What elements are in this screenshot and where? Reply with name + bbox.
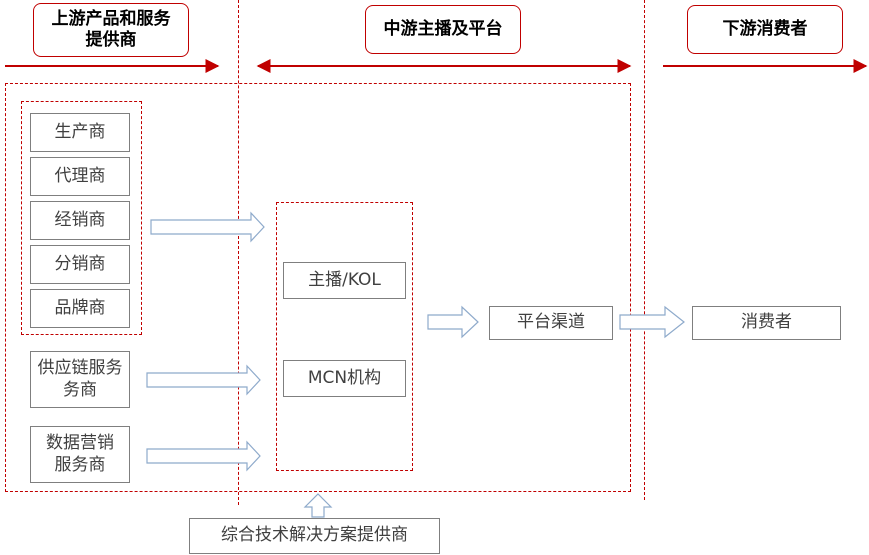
upstream-item-dealer: 经销商: [30, 201, 130, 240]
separator-upstream-mid: [238, 0, 239, 505]
supply-chain-service-box: 供应链服务 务商: [30, 351, 130, 408]
data-marketing-to-mid-arrow: [146, 440, 261, 472]
supply-chain-to-mid-arrow: [146, 364, 261, 396]
header-midstream-label: 中游主播及平台: [383, 18, 503, 39]
upstream-to-mid-arrow: [150, 211, 265, 243]
tech-provider-up-arrow: [303, 493, 333, 518]
header-downstream: 下游消费者: [687, 5, 843, 54]
mid-to-platform-arrow: [427, 305, 479, 339]
mcn-agency-box: MCN机构: [283, 360, 406, 397]
upstream-item-distributor: 分销商: [30, 245, 130, 284]
header-upstream: 上游产品和服务 提供商: [33, 3, 189, 57]
upstream-item-brand: 品牌商: [30, 289, 130, 328]
separator-mid-downstream: [644, 0, 645, 500]
platform-channel-box: 平台渠道: [489, 306, 613, 340]
consumer-box: 消费者: [692, 306, 841, 340]
header-midstream: 中游主播及平台: [365, 5, 521, 54]
tech-solution-provider-box: 综合技术解决方案提供商: [189, 518, 440, 554]
platform-to-consumer-arrow: [619, 305, 685, 339]
header-downstream-label: 下游消费者: [722, 18, 808, 39]
midstream-group: [276, 202, 413, 471]
upstream-group: [21, 101, 142, 335]
upstream-item-agent: 代理商: [30, 157, 130, 196]
anchor-kol-box: 主播/KOL: [283, 262, 406, 299]
header-upstream-label: 上游产品和服务 提供商: [51, 8, 171, 50]
ecosystem-container: [5, 83, 631, 492]
data-marketing-service-box: 数据营销 服务商: [30, 426, 130, 483]
upstream-item-manufacturer: 生产商: [30, 113, 130, 152]
